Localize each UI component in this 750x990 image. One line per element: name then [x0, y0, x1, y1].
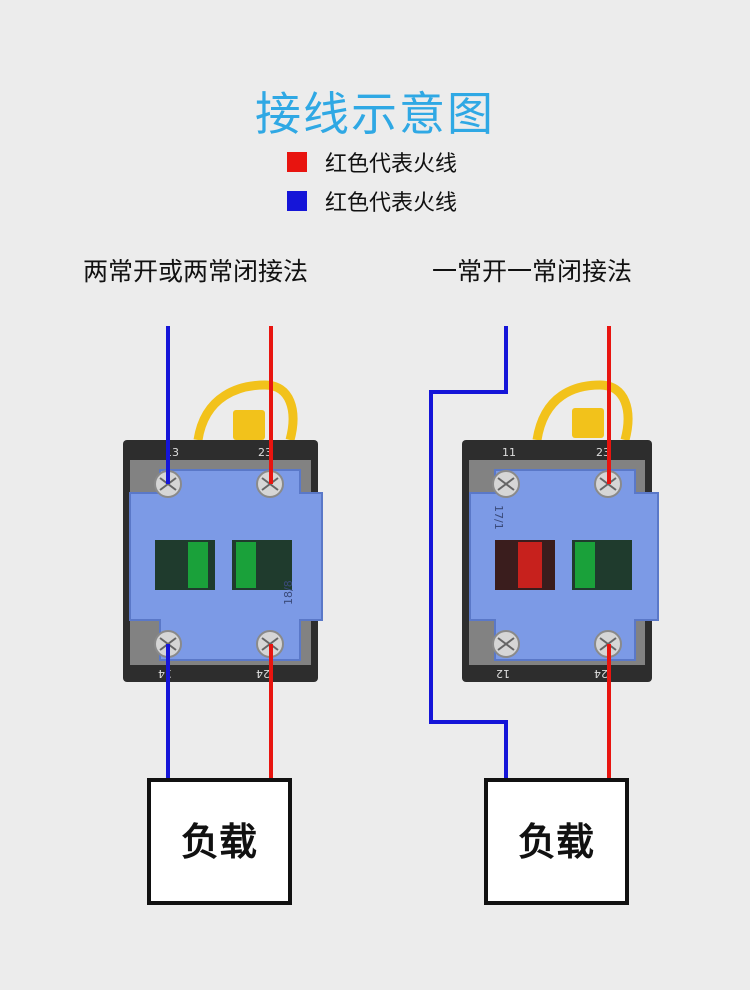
right-body-code: 17/1	[492, 505, 505, 530]
right-terminal-12: 12	[496, 667, 510, 680]
right-terminal-11: 11	[502, 446, 516, 459]
red-swatch-icon	[287, 152, 307, 172]
left-body-code: 18/8	[282, 580, 295, 605]
right-contact-block	[469, 469, 659, 661]
left-terminal-23: 23	[258, 446, 272, 459]
left-terminal-24: 24	[256, 667, 270, 680]
left-load-label: 负载	[181, 820, 257, 864]
right-switch: 11 23 12 24 17/1	[462, 380, 659, 682]
right-yellow-clip	[532, 380, 633, 442]
diagram-title: 接线示意图	[255, 87, 495, 141]
legend-label-blue: 红色代表火线	[325, 191, 458, 216]
legend-item-blue: 红色代表火线	[287, 189, 457, 216]
legend-item-red: 红色代表火线	[287, 150, 457, 177]
right-terminal-24: 24	[594, 667, 608, 680]
left-yellow-clip	[193, 380, 298, 442]
left-switch: 13 23 14 24 18/8	[123, 380, 323, 682]
right-caption: 一常开一常闭接法	[432, 257, 633, 286]
right-terminal-23: 23	[596, 446, 610, 459]
right-load-box	[484, 778, 629, 905]
left-contact-block	[129, 469, 323, 661]
blue-swatch-icon	[287, 191, 307, 211]
left-load-box	[147, 778, 292, 905]
right-load-label: 负载	[518, 820, 594, 864]
legend-label-red: 红色代表火线	[325, 152, 458, 177]
left-caption: 两常开或两常闭接法	[83, 257, 309, 286]
right-blue-wire	[429, 326, 508, 781]
